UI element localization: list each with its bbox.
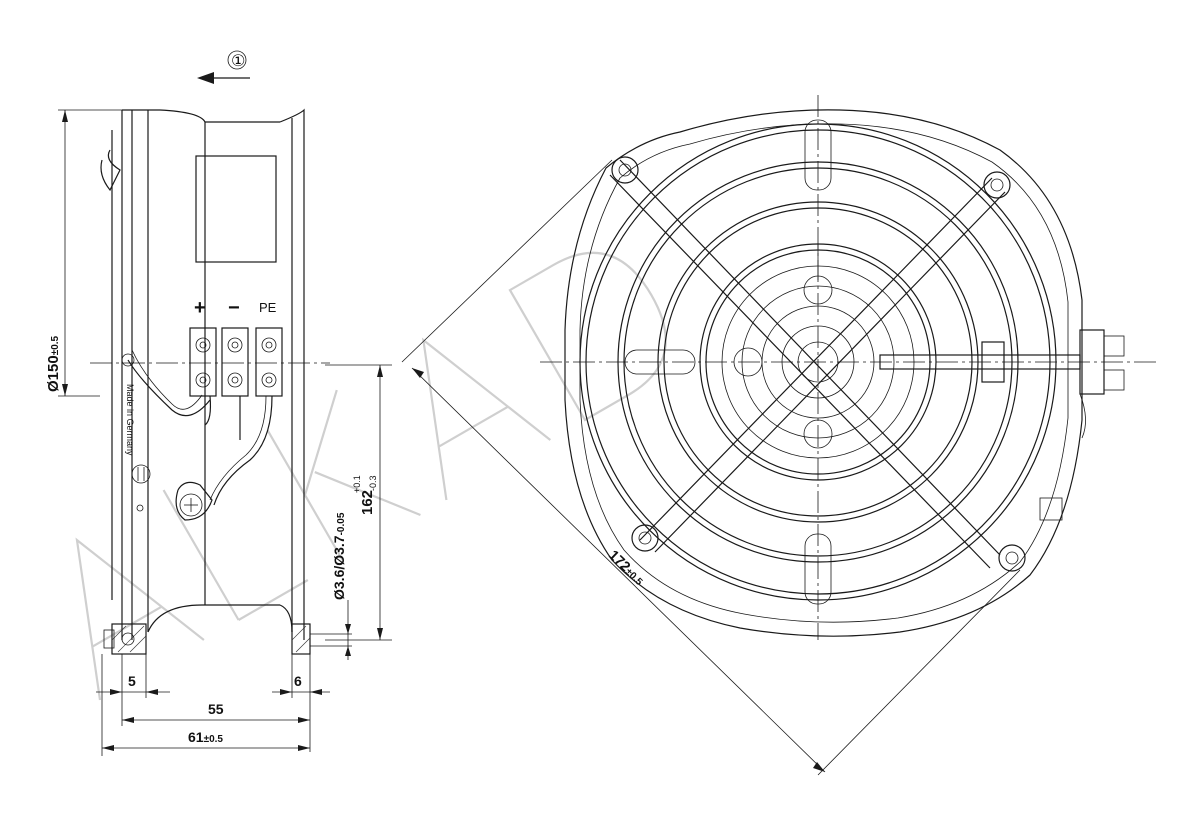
dim-diameter-150-tol: ±0.5: [50, 335, 61, 355]
dim-depth-61-tol: ±0.5: [204, 734, 224, 745]
dim-left-flange-value: 5: [128, 673, 136, 689]
dim-height-162-tol-lower: -0.3: [368, 475, 378, 491]
terminal-minus-label: −: [228, 297, 240, 319]
dim-depth-55-value: 55: [208, 701, 224, 717]
terminal-pe-label: PE: [259, 300, 277, 315]
dim-diameter-150-value: Ø150: [45, 355, 62, 392]
front-view: 172±0.5: [401, 95, 1160, 776]
dim-height-162-tol-upper: +0.1: [352, 475, 362, 493]
cable-connector: [879, 329, 1125, 521]
dim-diagonal-172-tol: ±0.5: [623, 566, 645, 588]
dim-hole-tol: -0.05: [336, 512, 347, 535]
earth-symbol: [131, 464, 151, 484]
dim-height-162-value: 162: [359, 490, 376, 515]
terminal-plus-label: +: [194, 297, 206, 319]
svg-text:Ø150±0.5: Ø150±0.5: [45, 335, 62, 392]
dim-right-flange-value: 6: [294, 673, 302, 689]
terminal-block: [189, 327, 283, 506]
ground-screw: [121, 353, 213, 521]
fan-housing-side: [100, 108, 311, 655]
svg-text:61±0.5: 61±0.5: [188, 729, 223, 745]
dim-diameter-150: Ø150±0.5: [45, 109, 122, 397]
airflow-arrow: ①: [197, 50, 250, 84]
dim-flanges: 5 6: [96, 654, 330, 752]
dim-height-162: 162 +0.1 -0.3: [325, 364, 392, 641]
dim-depth-61-value: 61: [188, 729, 204, 745]
dim-hole-value: Ø3.6/Ø3.7: [331, 535, 347, 600]
dim-depth-61: 61±0.5: [101, 654, 310, 756]
label-plate: [195, 155, 277, 263]
made-in-germany-stamp: Made in Germany: [125, 384, 135, 456]
svg-text:Ø3.6/Ø3.7-0.05: Ø3.6/Ø3.7-0.05: [331, 512, 347, 600]
side-view: ①: [45, 50, 392, 756]
dim-hole: Ø3.6/Ø3.7-0.05: [310, 512, 352, 660]
watermark: [75, 251, 667, 701]
fan-housing-front: [564, 109, 1083, 637]
dim-depth-55: 55: [122, 701, 310, 723]
airflow-marker: ①: [231, 53, 245, 70]
